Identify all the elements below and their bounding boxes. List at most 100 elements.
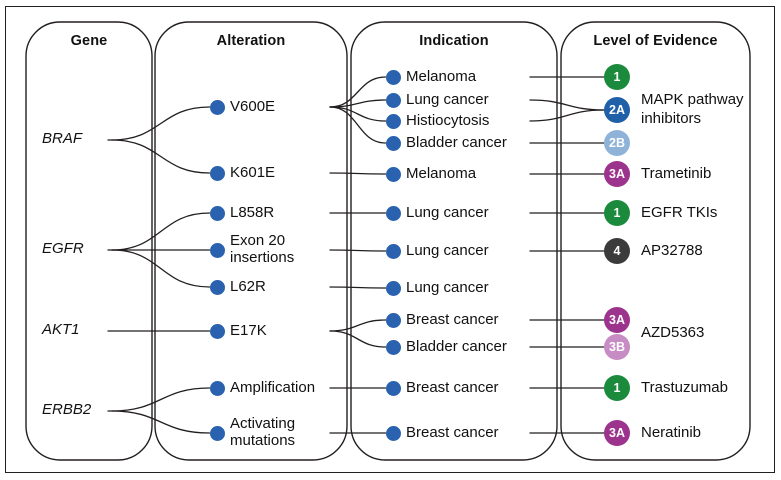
gene-label-akt1: AKT1: [42, 321, 80, 338]
indication-node[interactable]: [385, 92, 401, 108]
column-panel-gene: [25, 21, 153, 461]
alteration-label-line: Exon 20: [230, 232, 286, 249]
column-header-indication: Indication: [419, 33, 489, 49]
drug-label: Neratinib: [641, 423, 701, 442]
drug-label: AZD5363: [641, 323, 704, 342]
indication-label: Lung cancer: [406, 242, 489, 259]
drug-label: Trastuzumab: [641, 378, 728, 397]
alteration-node[interactable]: [209, 380, 225, 396]
drug-label: Trametinib: [641, 164, 711, 183]
indication-node[interactable]: [385, 113, 401, 129]
alteration-label-line: L858R: [230, 204, 275, 221]
edge-gene-alteration: [111, 106, 211, 141]
indication-node[interactable]: [385, 312, 401, 328]
evidence-level-badge[interactable]: 2A: [604, 97, 630, 123]
indication-node[interactable]: [385, 339, 401, 355]
edge-alteration-indication: [329, 106, 387, 144]
edge-alteration-indication: [329, 286, 387, 289]
edge-alteration-indication: [329, 106, 387, 122]
alteration-label-line: E17K: [230, 322, 267, 339]
indication-label: Bladder cancer: [406, 338, 507, 355]
alteration-node[interactable]: [209, 323, 225, 339]
alteration-label-line: mutations: [230, 432, 296, 449]
alteration-label-line: insertions: [230, 249, 295, 266]
alteration-label-line: Activating: [230, 415, 296, 432]
drug-label-line: MAPK pathway: [641, 91, 744, 108]
column-panel-evidence: [560, 21, 751, 461]
indication-label: Lung cancer: [406, 91, 489, 108]
indication-label: Histiocytosis: [406, 112, 490, 129]
alteration-label: Amplification: [230, 379, 315, 396]
alteration-node[interactable]: [209, 205, 225, 221]
drug-label-line: Neratinib: [641, 424, 702, 441]
edge-gene-alteration: [111, 249, 211, 288]
drug-label-line: AZD5363: [641, 324, 705, 341]
indication-label: Melanoma: [406, 68, 477, 85]
edge-gene-alteration: [111, 410, 211, 434]
drug-label-line: AP32788: [641, 242, 703, 259]
drug-label: AP32788: [641, 241, 703, 260]
indication-label: Breast cancer: [406, 424, 499, 441]
alteration-node[interactable]: [209, 242, 225, 258]
indication-label: Melanoma: [406, 165, 477, 182]
evidence-level-badge[interactable]: 3A: [604, 307, 630, 333]
edge-gene-alteration: [111, 139, 211, 174]
alteration-label: E17K: [230, 322, 267, 339]
column-panel-indication: [350, 21, 558, 461]
evidence-level-badge[interactable]: 1: [604, 375, 630, 401]
indication-label: Breast cancer: [406, 311, 499, 328]
evidence-level-badge[interactable]: 2B: [604, 130, 630, 156]
edge-alteration-indication: [329, 330, 387, 348]
edge-gene-alteration: [111, 387, 211, 412]
edge-alteration-indication: [329, 249, 387, 252]
column-header-evidence: Level of Evidence: [593, 33, 718, 49]
alteration-node[interactable]: [209, 165, 225, 181]
evidence-level-badge[interactable]: 3A: [604, 161, 630, 187]
gene-label-braf: BRAF: [42, 130, 83, 147]
indication-node[interactable]: [385, 425, 401, 441]
evidence-level-badge[interactable]: 3B: [604, 334, 630, 360]
drug-label-line: Trametinib: [641, 165, 712, 182]
alteration-label-line: V600E: [230, 98, 276, 115]
column-header-alteration: Alteration: [216, 33, 286, 49]
edge-alteration-indication: [329, 172, 387, 175]
indication-node[interactable]: [385, 166, 401, 182]
evidence-level-badge[interactable]: 3A: [604, 420, 630, 446]
drug-label: MAPK pathway inhibitors: [641, 90, 744, 128]
alteration-label: L62R: [230, 278, 266, 295]
edge-indication-evidence: [529, 109, 605, 122]
evidence-level-badge[interactable]: 4: [604, 238, 630, 264]
alteration-label-line: K601E: [230, 164, 276, 181]
drug-label-line: EGFR TKIs: [641, 204, 718, 221]
indication-node[interactable]: [385, 380, 401, 396]
edge-alteration-indication: [329, 76, 387, 108]
alteration-label-line: Amplification: [230, 379, 316, 396]
evidence-level-badge[interactable]: 1: [604, 200, 630, 226]
evidence-level-badge[interactable]: 1: [604, 64, 630, 90]
alteration-label: L858R: [230, 204, 274, 221]
indication-node[interactable]: [385, 243, 401, 259]
alteration-label-line: L62R: [230, 278, 266, 295]
column-panel-alteration: [154, 21, 348, 461]
drug-label-line: Trastuzumab: [641, 379, 728, 396]
indication-node[interactable]: [385, 280, 401, 296]
alteration-node[interactable]: [209, 99, 225, 115]
indication-node[interactable]: [385, 205, 401, 221]
alteration-node[interactable]: [209, 425, 225, 441]
alteration-label: K601E: [230, 164, 275, 181]
indication-node[interactable]: [385, 69, 401, 85]
edge-indication-evidence: [529, 99, 605, 111]
outer-frame: [5, 6, 775, 473]
edge-gene-alteration: [111, 212, 211, 251]
drug-label-line: inhibitors: [641, 110, 702, 127]
indication-node[interactable]: [385, 135, 401, 151]
indication-label: Lung cancer: [406, 279, 489, 296]
gene-label-egfr: EGFR: [42, 240, 84, 257]
indication-label: Lung cancer: [406, 204, 489, 221]
alteration-node[interactable]: [209, 279, 225, 295]
drug-label: EGFR TKIs: [641, 203, 717, 222]
